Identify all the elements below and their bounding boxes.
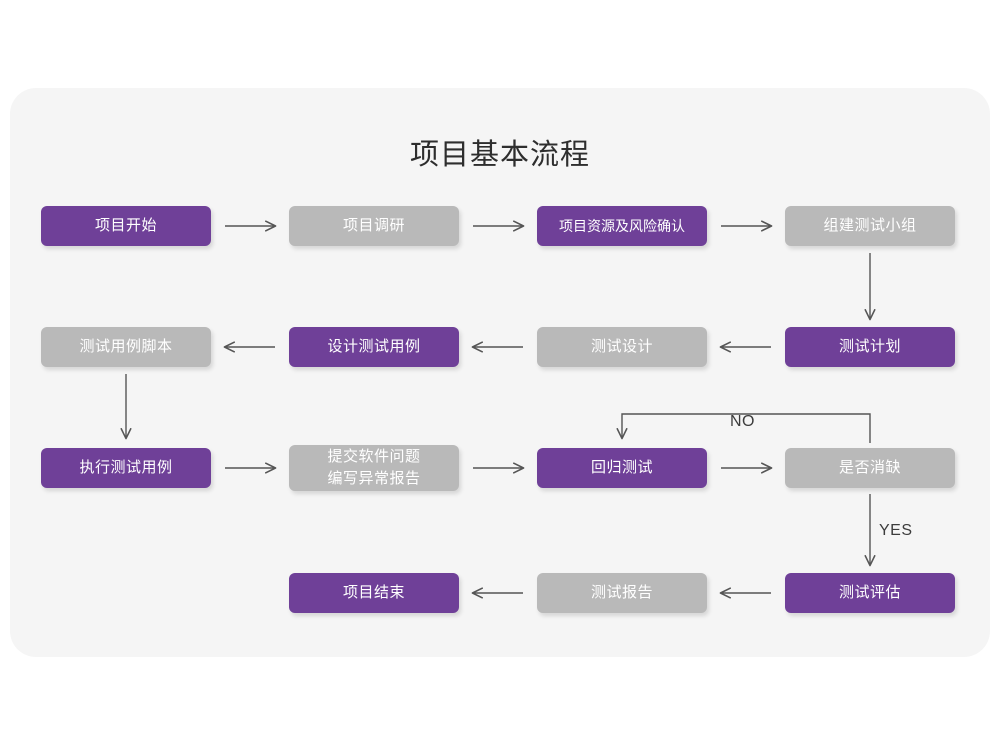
node-label: 测试用例脚本 [79,338,173,355]
node-label: 项目资源及风险确认 [559,218,685,234]
page-title: 项目基本流程 [409,139,590,171]
node-label: 项目结束 [342,584,405,601]
node-test-design[interactable]: 测试设计 [537,327,707,367]
node-build-test-team[interactable]: 组建测试小组 [785,206,955,246]
node-label: 项目调研 [342,217,405,234]
node-test-evaluation[interactable]: 测试评估 [785,573,955,613]
node-label: 是否消缺 [838,459,901,476]
node-project-research[interactable]: 项目调研 [289,206,459,246]
node-label: 测试报告 [590,584,653,601]
flowchart-card [10,88,990,657]
node-resource-risk-confirm[interactable]: 项目资源及风险确认 [537,206,707,246]
node-project-end[interactable]: 项目结束 [289,573,459,613]
node-execute-test-case[interactable]: 执行测试用例 [41,448,211,488]
node-project-start[interactable]: 项目开始 [41,206,211,246]
node-label: 设计测试用例 [327,338,421,355]
edge-label-yes: YES [879,522,913,539]
node-regression-test[interactable]: 回归测试 [537,448,707,488]
node-label: 提交软件问题 编写异常报告 [327,448,421,487]
node-label: 执行测试用例 [79,459,173,476]
node-label: 项目开始 [94,217,157,234]
node-label: 测试设计 [590,338,653,355]
node-submit-bug-report[interactable]: 提交软件问题 编写异常报告 [289,445,459,491]
node-label: 组建测试小组 [823,217,917,234]
node-design-test-case[interactable]: 设计测试用例 [289,327,459,367]
node-label: 测试计划 [838,338,901,355]
node-test-report[interactable]: 测试报告 [537,573,707,613]
node-label: 回归测试 [590,459,653,476]
node-label: 测试评估 [838,584,901,601]
node-test-plan[interactable]: 测试计划 [785,327,955,367]
node-test-case-script[interactable]: 测试用例脚本 [41,327,211,367]
edge-label-no: NO [730,413,755,430]
node-defect-cleared-decision[interactable]: 是否消缺 [785,448,955,488]
